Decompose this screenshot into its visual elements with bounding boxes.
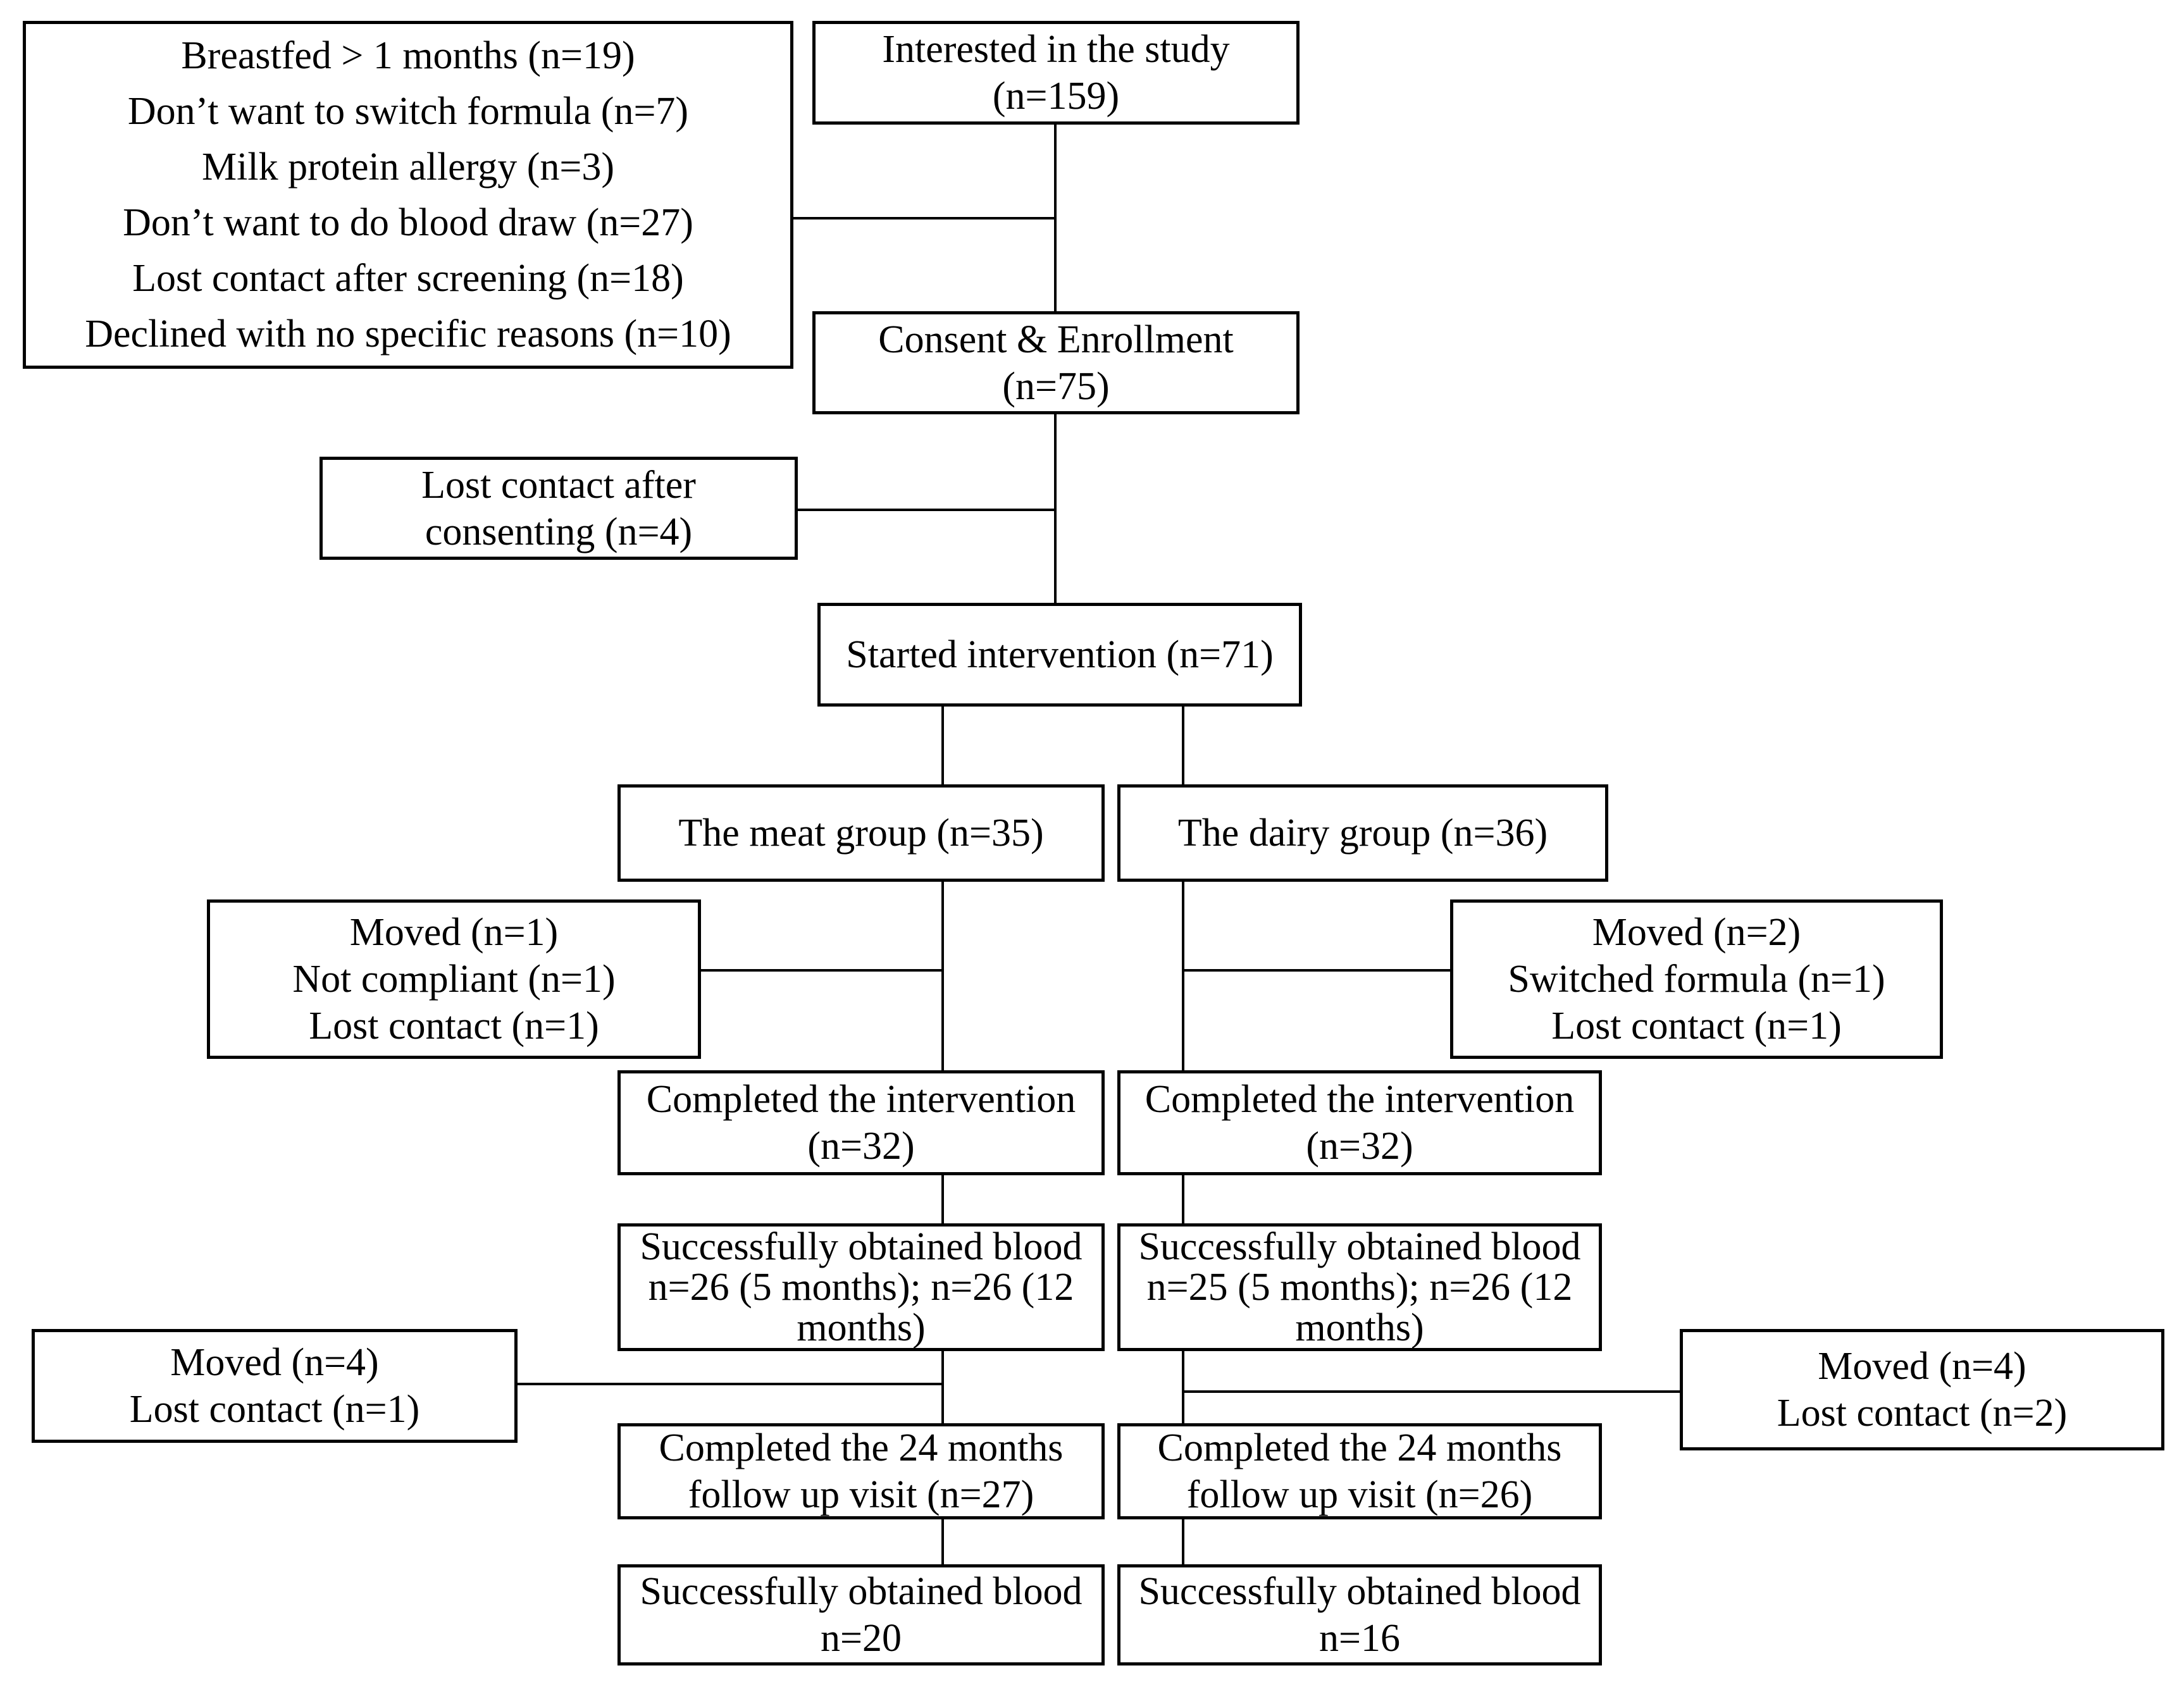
box-meat-blood-24m: Successfully obtained blood n=20 xyxy=(617,1564,1105,1665)
connector-meat-completed-to-blood xyxy=(941,1174,944,1225)
connector-meat-group-to-completed xyxy=(941,881,944,1073)
box-text-line: months) xyxy=(797,1306,926,1349)
box-text-line: Lost contact (n=1) xyxy=(129,1388,420,1431)
box-started-intervention: Started intervention (n=71) xyxy=(817,603,1302,707)
exclusion-switch-formula: Don’t want to switch formula (n=7) xyxy=(127,90,689,133)
box-text-line: Completed the 24 months xyxy=(659,1426,1064,1469)
exclusion-blood-draw: Don’t want to do blood draw (n=27) xyxy=(123,201,693,244)
box-dairy-completed-intervention: Completed the intervention (n=32) xyxy=(1117,1070,1602,1175)
box-dairy-dropouts-followup: Moved (n=4) Lost contact (n=2) xyxy=(1680,1329,2164,1450)
box-text-line: Completed the 24 months xyxy=(1157,1426,1562,1469)
connector-dairy-completed-to-blood xyxy=(1182,1174,1184,1225)
box-meat-group: The meat group (n=35) xyxy=(617,784,1105,882)
connector-dairy-dropouts-intervention xyxy=(1182,969,1453,972)
box-consent-enrollment: Consent & Enrollment (n=75) xyxy=(812,311,1300,414)
box-text-line: follow up visit (n=26) xyxy=(1186,1473,1533,1516)
connector-dairy-dropouts-followup xyxy=(1182,1390,1680,1393)
box-text-line: Lost contact (n=1) xyxy=(309,1004,599,1047)
box-lost-after-consenting: Lost contact after consenting (n=4) xyxy=(320,457,798,560)
box-text-line: (n=32) xyxy=(1306,1125,1413,1168)
box-text-line: (n=159) xyxy=(992,75,1120,118)
connector-meat-dropouts-intervention xyxy=(699,969,944,972)
box-dairy-blood-24m: Successfully obtained blood n=16 xyxy=(1117,1564,1602,1665)
box-text-line: (n=32) xyxy=(807,1125,915,1168)
box-text-line: Moved (n=4) xyxy=(1818,1345,2026,1388)
box-meat-completed-intervention: Completed the intervention (n=32) xyxy=(617,1070,1105,1175)
box-text-line: n=25 (5 months); n=26 (12 xyxy=(1146,1266,1573,1309)
box-text-line: consenting (n=4) xyxy=(425,510,693,553)
box-text-line: n=26 (5 months); n=26 (12 xyxy=(648,1266,1074,1309)
connector-dairy-blood-to-24m xyxy=(1182,1350,1184,1424)
exclusion-declined: Declined with no specific reasons (n=10) xyxy=(85,312,731,355)
box-dairy-dropouts-intervention: Moved (n=2) Switched formula (n=1) Lost … xyxy=(1450,899,1943,1059)
exclusion-milk-allergy: Milk protein allergy (n=3) xyxy=(202,145,614,188)
connector-dairy-24m-to-blood xyxy=(1182,1517,1184,1566)
connector-meat-24m-to-blood xyxy=(941,1517,944,1566)
box-text-line: Completed the intervention xyxy=(646,1078,1076,1121)
box-dairy-group: The dairy group (n=36) xyxy=(1117,784,1608,882)
exclusion-breastfed: Breastfed > 1 months (n=19) xyxy=(181,34,635,77)
box-text-line: Switched formula (n=1) xyxy=(1508,958,1885,1001)
connector-meat-blood-to-24m xyxy=(941,1350,944,1424)
box-text-line: Lost contact after xyxy=(421,463,696,507)
connector-lost-after-consenting xyxy=(796,509,1057,511)
box-text-line: Consent & Enrollment xyxy=(878,318,1234,361)
connector-started-to-dairy-group xyxy=(1182,705,1184,787)
box-dairy-blood-5-12-months: Successfully obtained blood n=25 (5 mont… xyxy=(1117,1223,1602,1351)
box-meat-dropouts-intervention: Moved (n=1) Not compliant (n=1) Lost con… xyxy=(207,899,701,1059)
box-text-line: follow up visit (n=27) xyxy=(688,1473,1034,1516)
box-text-line: Moved (n=1) xyxy=(349,911,559,954)
connector-screening-exclusions xyxy=(793,217,1057,219)
box-text-line: Successfully obtained blood xyxy=(1138,1225,1581,1268)
exclusion-lost-contact: Lost contact after screening (n=18) xyxy=(132,257,684,300)
box-meat-completed-24m-followup: Completed the 24 months follow up visit … xyxy=(617,1423,1105,1519)
box-text-line: (n=75) xyxy=(1002,364,1110,408)
box-text-line: Moved (n=2) xyxy=(1592,911,1801,954)
box-meat-dropouts-followup: Moved (n=4) Lost contact (n=1) xyxy=(32,1329,518,1443)
box-text-line: The meat group (n=35) xyxy=(678,812,1044,855)
box-text-line: n=20 xyxy=(821,1617,902,1660)
box-text-line: Successfully obtained blood xyxy=(640,1225,1083,1268)
box-text-line: Completed the intervention xyxy=(1145,1078,1575,1121)
box-text-line: Moved (n=4) xyxy=(170,1341,379,1384)
box-dairy-completed-24m-followup: Completed the 24 months follow up visit … xyxy=(1117,1423,1602,1519)
box-interested-in-study: Interested in the study (n=159) xyxy=(812,21,1300,125)
connector-meat-dropouts-followup xyxy=(516,1383,944,1385)
connector-consent-to-started xyxy=(1054,412,1057,604)
box-meat-blood-5-12-months: Successfully obtained blood n=26 (5 mont… xyxy=(617,1223,1105,1351)
box-text-line: The dairy group (n=36) xyxy=(1177,812,1548,855)
box-text-line: Successfully obtained blood xyxy=(1138,1570,1581,1613)
box-text-line: n=16 xyxy=(1319,1617,1400,1660)
box-text-line: Interested in the study xyxy=(882,28,1230,71)
box-text-line: Lost contact (n=1) xyxy=(1551,1004,1842,1047)
box-text-line: Successfully obtained blood xyxy=(640,1570,1083,1613)
box-text-line: months) xyxy=(1295,1306,1424,1349)
box-text-line: Not compliant (n=1) xyxy=(292,958,616,1001)
box-screening-exclusions: Breastfed > 1 months (n=19) Don’t want t… xyxy=(23,21,793,369)
connector-started-to-meat-group xyxy=(941,705,944,787)
box-text-line: Lost contact (n=2) xyxy=(1777,1392,2068,1435)
connector-dairy-group-to-completed xyxy=(1182,881,1184,1073)
box-text-line: Started intervention (n=71) xyxy=(846,633,1274,676)
